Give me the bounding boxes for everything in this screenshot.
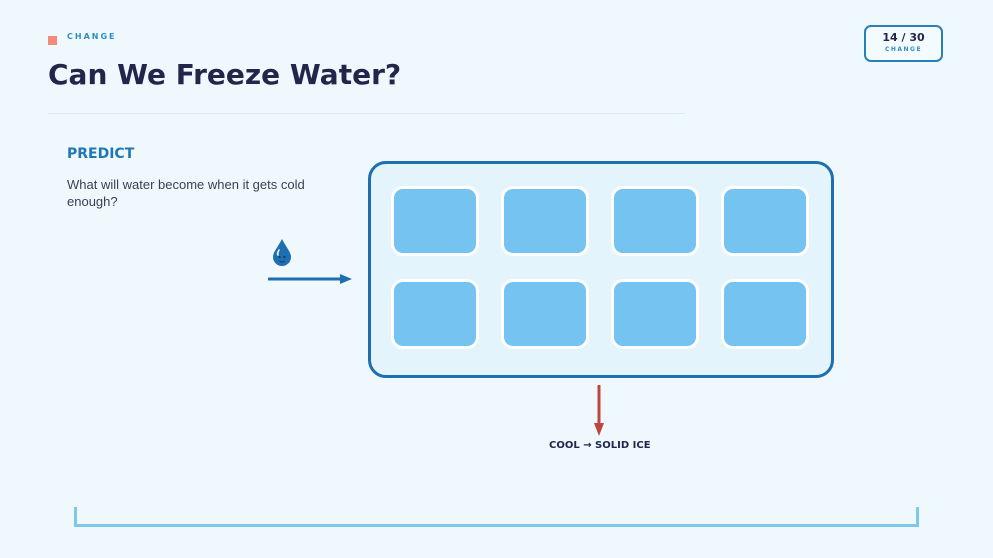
ice-cube-cell bbox=[501, 279, 589, 349]
page-title: Can We Freeze Water? bbox=[48, 58, 402, 91]
water-droplet-icon bbox=[273, 239, 291, 266]
slide-counter-label: CHANGE bbox=[884, 46, 923, 53]
ice-cube-cell bbox=[501, 186, 589, 256]
slide-counter-badge: 14 / 30 CHANGE bbox=[864, 25, 943, 62]
ice-cube-cell bbox=[391, 279, 479, 349]
title-divider bbox=[48, 113, 685, 114]
predict-question: What will water become when it gets cold… bbox=[67, 177, 305, 209]
slide-counter-progress: 14 / 30 bbox=[882, 31, 925, 44]
pour-arrow-icon bbox=[268, 274, 352, 284]
ice-cube-tray bbox=[368, 161, 834, 378]
section-label: CHANGE bbox=[67, 32, 117, 41]
section-tag-square bbox=[48, 36, 57, 45]
result-label: COOL → SOLID ICE bbox=[549, 440, 651, 451]
ice-cube-cell bbox=[611, 279, 699, 349]
ice-cube-cell bbox=[391, 186, 479, 256]
predict-heading: PREDICT bbox=[67, 146, 135, 162]
cool-down-arrow-icon bbox=[594, 385, 604, 436]
bottom-bracket bbox=[74, 507, 919, 527]
ice-cube-cell bbox=[721, 186, 809, 256]
ice-cube-cell bbox=[611, 186, 699, 256]
ice-cube-cell bbox=[721, 279, 809, 349]
